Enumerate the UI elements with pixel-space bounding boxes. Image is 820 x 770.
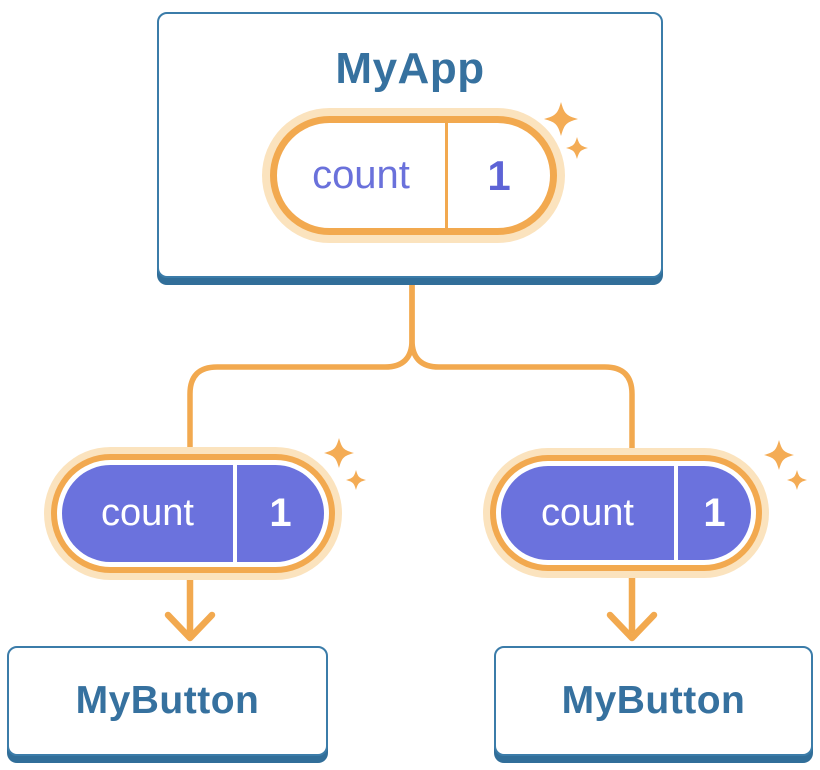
state-name-label: count xyxy=(101,492,194,534)
state-pill-root-body: count 1 xyxy=(270,116,557,235)
connector-left-branch xyxy=(187,279,415,453)
state-pill-right-ring: count 1 xyxy=(490,455,762,571)
component-card-mybutton-right: MyButton xyxy=(494,646,813,756)
state-name-label: count xyxy=(541,491,634,534)
component-title-mybutton-right: MyButton xyxy=(561,679,746,722)
arrow-left-head xyxy=(164,611,216,642)
component-title-mybutton-left: MyButton xyxy=(75,679,260,722)
state-value-label: 1 xyxy=(674,466,751,560)
component-card-mybutton-left: MyButton xyxy=(7,646,328,756)
state-pill-right-child: count 1 xyxy=(483,448,769,578)
state-pill-left-child: count 1 xyxy=(44,447,342,580)
sparkle-icon xyxy=(764,440,807,490)
component-card-myapp: MyApp count 1 xyxy=(157,12,663,278)
state-pill-root: count 1 xyxy=(262,108,565,243)
state-pill-right-body: count 1 xyxy=(501,466,751,560)
connector-right-branch xyxy=(409,279,635,453)
state-value-label: 1 xyxy=(233,465,324,562)
state-pill-left-gap: count 1 xyxy=(57,460,329,567)
arrow-right-head xyxy=(606,611,658,642)
component-title-myapp: MyApp xyxy=(335,44,485,93)
state-value-label: 1 xyxy=(445,123,550,228)
state-pill-right-gap: count 1 xyxy=(496,461,756,565)
state-name-label: count xyxy=(312,153,410,197)
state-pill-left-body: count 1 xyxy=(62,465,324,562)
state-pill-left-ring: count 1 xyxy=(51,454,335,573)
